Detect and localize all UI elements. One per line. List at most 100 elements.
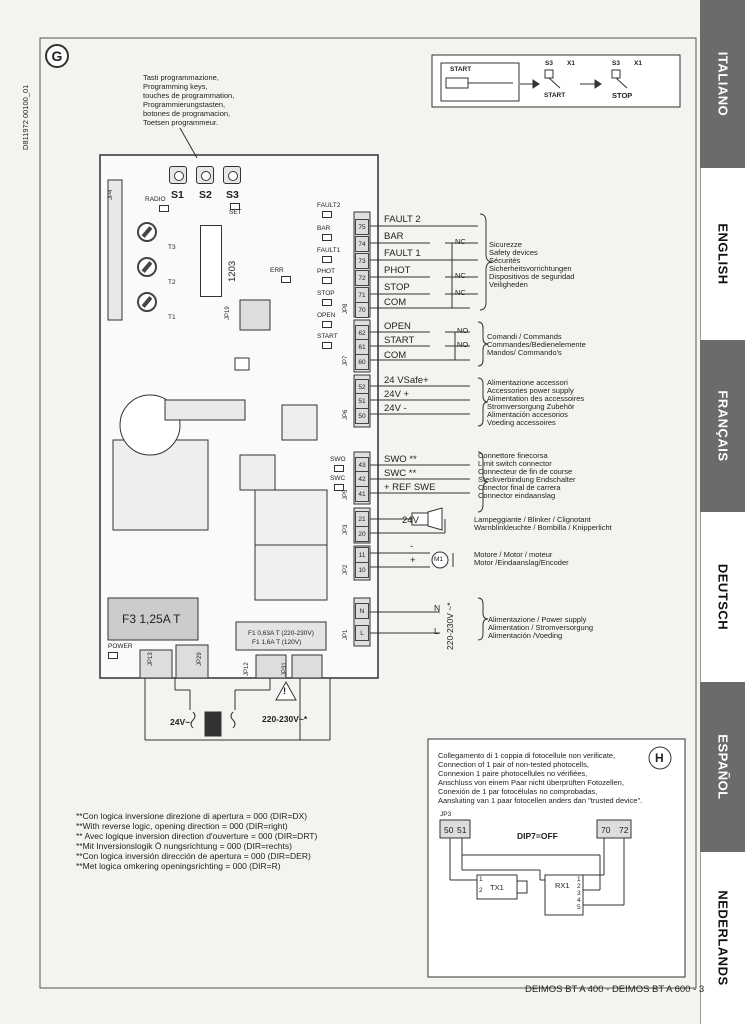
desc-line: Commandes/Bedienelemente [487, 340, 586, 349]
tab-english[interactable]: ENGLISH [700, 168, 745, 340]
led-label: START [317, 333, 338, 340]
tx-pin: 2 [479, 887, 483, 894]
desc-line: Steckverbindung Endschalter [478, 475, 576, 484]
desc-line: Accessories power supply [487, 386, 574, 395]
led-swc [334, 484, 344, 491]
desc-line: Motor /Eindaanslag/Encoder [474, 558, 569, 567]
document-code: D811972 00100_01 [21, 84, 30, 150]
jumper-label: JP7 [343, 355, 349, 366]
label-line: botones de programacion, [143, 109, 231, 118]
desc-line: Mandos/ Commando's [487, 348, 562, 357]
tab-deutsch[interactable]: DEUTSCH [700, 512, 745, 682]
terminal-60: 60 [355, 354, 369, 370]
jumper-label: JP1 [343, 629, 349, 640]
jumper-label: JP5 [343, 489, 349, 500]
inset-terminal-70: 70 [601, 825, 611, 835]
tab-francais[interactable]: FRANÇAIS [700, 340, 745, 512]
err-label: ERR [270, 267, 284, 274]
key-s2[interactable] [196, 166, 214, 184]
set-label: SET [229, 209, 242, 216]
signal-ref-swe: + REF SWE [384, 482, 436, 493]
key-s1-label: S1 [171, 189, 184, 201]
tx-pin: 1 [479, 876, 483, 883]
terminal-50: 50 [355, 408, 369, 424]
desc-line: Motore / Motor / moteur [474, 550, 553, 559]
desc-line: Aansluiting van 1 paar fotocellen anders… [438, 796, 643, 805]
inset-stop-caption: STOP [612, 91, 633, 100]
desc-line: Warnblinkleuchte / Bombilla / Knipperlic… [474, 523, 612, 532]
signal-swc: SWC ** [384, 468, 417, 479]
jumper-label: JP29 [197, 652, 203, 666]
key-s3[interactable] [223, 166, 241, 184]
inset-x1-label: X1 [567, 60, 575, 67]
dip-switch[interactable] [200, 225, 222, 297]
label-line: Programming keys, [143, 82, 208, 91]
inset-dip7-label: DIP7=OFF [517, 831, 558, 841]
inset-start-caption: START [544, 92, 566, 99]
tab-espanol[interactable]: ESPAÑOL [700, 682, 745, 852]
inset-rx1-label: RX1 [555, 881, 570, 890]
terminal-71: 71 [355, 287, 369, 303]
led-label: SWC [330, 475, 346, 482]
rx-pin: 1 [577, 876, 581, 883]
terminal-21: 21 [355, 511, 369, 527]
key-s1[interactable] [169, 166, 187, 184]
figure-g-badge: G [45, 44, 69, 68]
note-line: **Met logica omkering openingsrichting =… [76, 861, 281, 871]
tab-label: ESPAÑOL [715, 734, 730, 800]
note-line: ** Avec logique inversion direction d'ou… [76, 831, 318, 841]
led-label: STOP [317, 290, 335, 297]
tab-label: ITALIANO [715, 51, 730, 117]
led-fault1 [322, 256, 332, 263]
terminal-42: 42 [355, 471, 369, 487]
signal-swo: SWO ** [384, 454, 417, 465]
inset-s3-label: S3 [612, 60, 620, 67]
jumper-label: JP8 [343, 303, 349, 314]
trimmer-t1[interactable] [137, 292, 157, 312]
radio-led [159, 205, 169, 212]
desc-line: Dispositivos de seguridad [489, 272, 575, 281]
jumper-label: JP31 [282, 662, 288, 676]
signal-24v-plus: 24V + [384, 389, 410, 400]
led-swo [334, 465, 344, 472]
desc-line: Connection of 1 pair of non-tested photo… [438, 760, 589, 769]
inset-terminal-51: 51 [457, 825, 467, 835]
note-line: **Con logica inversión dirección de aper… [76, 851, 311, 861]
signal-motor-minus: - [410, 541, 414, 552]
tab-italiano[interactable]: ITALIANO [700, 0, 745, 168]
mains-l-label: L [434, 626, 439, 636]
terminal-72: 72 [355, 270, 369, 286]
led-fault2 [322, 211, 332, 218]
figure-h-badge: H [655, 751, 664, 765]
led-label: OPEN [317, 312, 336, 319]
trimmer-label: T3 [168, 244, 176, 251]
led-label: PHOT [317, 268, 336, 275]
led-phot [322, 277, 332, 284]
terminal-10: 10 [355, 562, 369, 578]
terminal-70: 70 [355, 302, 369, 318]
desc-line: Alimentazione accessori [487, 378, 568, 387]
desc-line: Connexion 1 paire photocellules no vérif… [438, 769, 588, 778]
label-line: Tasti programmazione, [143, 73, 219, 82]
transformer-primary-label: 220-230V~* [262, 714, 308, 724]
nc-label: NC [455, 271, 466, 280]
note-line: **Mit Inversionslogik Ö nungsrichtung = … [76, 841, 292, 851]
desc-line: Alimentazione / Power supply [488, 615, 587, 624]
desc-line: Stromversorgung Zubehör [487, 402, 575, 411]
signal-phot: PHOT [384, 265, 411, 276]
radio-label: RADIO [145, 196, 166, 203]
trimmer-t2[interactable] [137, 257, 157, 277]
desc-line: Alimentación /Voeding [488, 631, 563, 640]
terminal-20: 20 [355, 526, 369, 542]
label-line: Toetsen programmeur. [143, 118, 219, 127]
tab-label: NEDERLANDS [715, 890, 731, 986]
desc-line: Sécurités [489, 256, 521, 265]
jumper-label: JP19 [225, 306, 231, 320]
terminal-n: N [355, 603, 369, 619]
err-led [281, 276, 291, 283]
trimmer-t3[interactable] [137, 222, 157, 242]
power-led [108, 652, 118, 659]
tab-nederlands[interactable]: NEDERLANDS [700, 852, 745, 1024]
inset-terminal-50: 50 [444, 825, 454, 835]
terminal-11: 11 [355, 547, 369, 563]
